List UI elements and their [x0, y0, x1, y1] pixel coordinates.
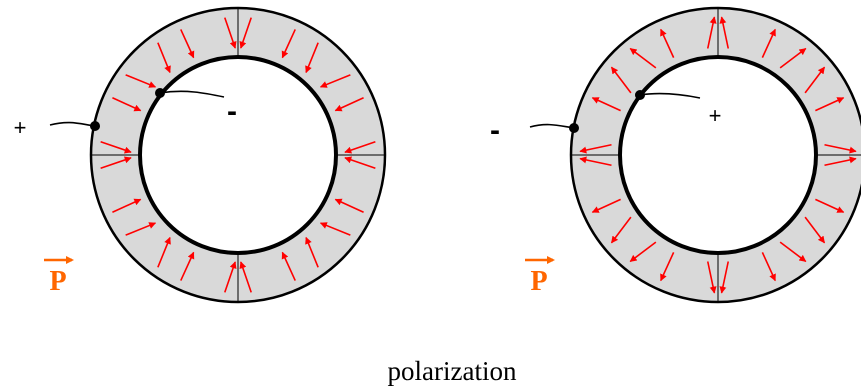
polarization-arrow [824, 156, 857, 167]
polarization-arrow [239, 261, 252, 293]
ring-left-polarization-letter: P [49, 266, 66, 297]
polarization-arrow [281, 29, 296, 59]
polarization-arrow [100, 156, 132, 169]
polarization-arrow [157, 236, 171, 268]
ring-left-inner-lead [155, 88, 225, 98]
polarization-arrow [629, 241, 657, 263]
polarization-arrow [761, 28, 776, 58]
polarization-arrow [334, 198, 364, 213]
polarization-arrow [224, 261, 237, 293]
polarization-arrow [305, 42, 319, 74]
polarization-arrow [344, 141, 376, 154]
polarization-arrow [224, 17, 237, 49]
polarization-arrow [706, 261, 717, 294]
polarization-arrow [180, 29, 195, 59]
ring-left: + - P [14, 6, 387, 304]
ring-right-outer-lead [529, 123, 579, 133]
polarization-arrow [804, 216, 826, 244]
polarization-arrow [779, 241, 807, 263]
inner-electrode [618, 55, 818, 255]
ring-right-outer-terminal-sign: - [490, 114, 500, 147]
polarization-arrow [610, 216, 632, 244]
inner-electrode [138, 55, 338, 255]
polarization-arrow [629, 47, 657, 69]
polarization-arrow [761, 252, 776, 282]
ring-left-outer-lead [49, 121, 100, 131]
polarization-arrow [125, 222, 157, 236]
polarization-arrow [719, 16, 730, 49]
polarization-arrow [824, 143, 857, 154]
polarization-arrow [319, 222, 351, 236]
polarization-arrow [779, 47, 807, 69]
ring-right-polarization-symbol: P [525, 256, 555, 297]
polarization-arrow [610, 66, 632, 94]
polarization-arrow [180, 251, 195, 281]
polarization-arrow [660, 28, 675, 58]
polarization-arrow [319, 74, 351, 88]
ring-left-segment-dividers [91, 8, 385, 302]
polarization-arrow [334, 97, 364, 112]
ring-right-polarization-letter: P [530, 266, 547, 297]
polarization-arrow [100, 141, 132, 154]
ring-left-polarization-symbol: P [44, 256, 74, 297]
ring-right: - + P [490, 6, 861, 304]
polarization-arrow [157, 42, 171, 74]
ring-right-inner-terminal-sign: + [709, 103, 722, 128]
polarization-arrow [344, 156, 376, 169]
polarization-arrow [112, 97, 142, 112]
polarization-arrow [706, 16, 717, 49]
polarization-arrow [281, 251, 296, 281]
polarization-arrow [305, 236, 319, 268]
polarization-arrow [815, 198, 845, 213]
ring-right-segment-dividers [571, 8, 861, 302]
dielectric-ring [91, 8, 385, 302]
polarization-arrow [815, 97, 845, 112]
polarization-arrow [804, 66, 826, 94]
polarization-arrow [591, 97, 621, 112]
polarization-arrow [112, 198, 142, 213]
polarization-arrow [239, 17, 252, 49]
ring-left-inner-terminal-sign: - [227, 95, 237, 128]
ring-right-inner-lead [635, 90, 701, 100]
polarization-arrow [125, 74, 157, 88]
polarization-arrow [660, 252, 675, 282]
figure-caption: polarization [388, 356, 517, 386]
dielectric-ring [571, 8, 861, 302]
polarization-arrow [579, 156, 612, 167]
ring-right-polarization-arrows [579, 16, 857, 294]
polarization-arrow [591, 198, 621, 213]
polarization-arrow [579, 143, 612, 154]
polarization-arrow [719, 261, 730, 294]
ring-left-outer-terminal-sign: + [14, 115, 27, 140]
ring-left-polarization-arrows [100, 17, 376, 293]
